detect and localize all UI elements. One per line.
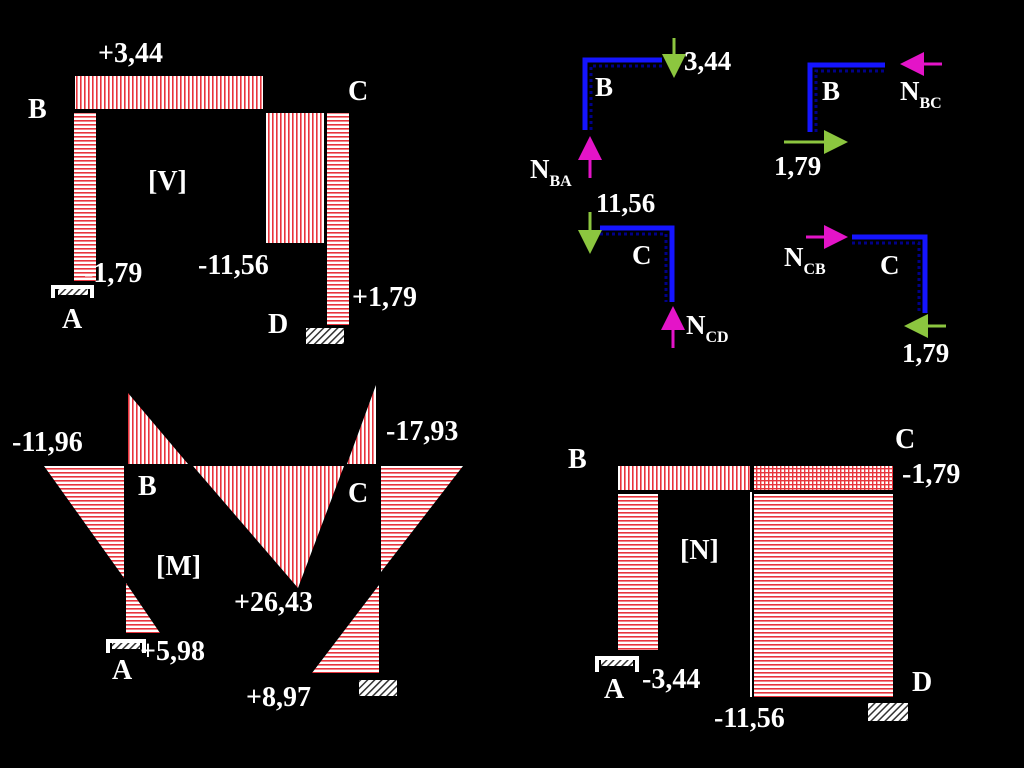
support-d-normal — [868, 703, 908, 721]
support-a-normal — [595, 656, 639, 672]
support-d-shear — [306, 328, 344, 344]
moment-label-c: C — [348, 478, 368, 509]
normal-cd-block — [754, 494, 893, 697]
support-a-shear — [51, 285, 94, 298]
node-c1-normal-label: NCD — [686, 310, 729, 346]
moment-cd-lower — [312, 585, 379, 673]
normal-label-a: A — [604, 674, 625, 705]
moment-ab-upper — [44, 466, 124, 578]
moment-c-value: -17,93 — [386, 416, 458, 447]
normal-label-b: B — [568, 444, 587, 475]
moment-d-value: +8,97 — [246, 682, 311, 713]
shear-label-c: C — [348, 76, 368, 107]
normal-label-c: C — [895, 424, 915, 455]
moment-bc-left-negative — [128, 393, 188, 464]
shear-cd-left-value: -11,56 — [198, 250, 269, 281]
node-b2-shear-value: 1,79 — [774, 151, 821, 181]
moment-diagram: -11,96 -17,93 B C [M] +26,43 +5,98 A +8,… — [12, 385, 463, 713]
support-a-moment — [106, 639, 146, 653]
node-b2-label: B — [822, 76, 840, 106]
moment-diagram-tag: [M] — [156, 551, 201, 582]
shear-cd-right-value: +1,79 — [352, 282, 417, 313]
shear-bc-block — [75, 76, 263, 109]
shear-cd-right-block — [327, 113, 349, 325]
free-body-node-c-left: 11,56 C NCD — [578, 188, 729, 348]
free-body-node-c-right: NCB C 1,79 — [784, 225, 949, 368]
moment-bc-right-negative — [347, 385, 376, 464]
normal-label-d: D — [912, 667, 932, 698]
shear-ab-value: -1,79 — [84, 258, 142, 289]
shear-diagram: +3,44 B C [V] -1,79 -11,56 +1,79 A D — [28, 38, 417, 344]
normal-cd-value: -11,56 — [714, 703, 785, 734]
moment-label-b: B — [138, 471, 157, 502]
node-c1-shear-value: 11,56 — [596, 188, 655, 218]
moment-bc-positive — [193, 466, 344, 588]
shear-bc-value: +3,44 — [98, 38, 163, 69]
moment-b-value: -11,96 — [12, 427, 83, 458]
node-c1-label: C — [632, 240, 652, 270]
node-b1-shear-value: 3,44 — [684, 46, 731, 76]
node-b2-normal-label: NBC — [900, 76, 942, 112]
normal-bc-value: -1,79 — [902, 459, 960, 490]
free-body-node-b-right: B NBC 1,79 — [774, 52, 942, 181]
support-d-moment — [359, 680, 397, 696]
shear-cd-left-block — [266, 113, 324, 243]
moment-label-a: A — [112, 655, 133, 686]
normal-ab-block — [618, 494, 658, 650]
node-c2-normal-label: NCB — [784, 242, 826, 278]
shear-label-b: B — [28, 94, 47, 125]
node-c2-shear-value: 1,79 — [902, 338, 949, 368]
shear-diagram-tag: [V] — [148, 166, 187, 197]
normal-diagram: B C -1,79 [N] -3,44 A -11,56 D — [568, 424, 960, 734]
moment-a-value: +5,98 — [140, 636, 205, 667]
moment-ab-lower — [126, 583, 160, 633]
node-b1-label: B — [595, 72, 613, 102]
normal-ab-value: -3,44 — [642, 664, 700, 695]
normal-diagram-tag: [N] — [680, 535, 719, 566]
normal-bc-right-block — [754, 466, 893, 490]
normal-bc-left-block — [618, 466, 750, 490]
shear-label-d: D — [268, 309, 288, 340]
node-b1-normal-label: NBA — [530, 154, 572, 190]
shear-label-a: A — [62, 304, 83, 335]
moment-cd-upper — [381, 466, 463, 572]
shear-ab-block — [74, 113, 96, 281]
moment-mid-value: +26,43 — [234, 587, 313, 618]
free-body-node-b-left: 3,44 B NBA — [530, 38, 731, 190]
node-c2-label: C — [880, 250, 900, 280]
